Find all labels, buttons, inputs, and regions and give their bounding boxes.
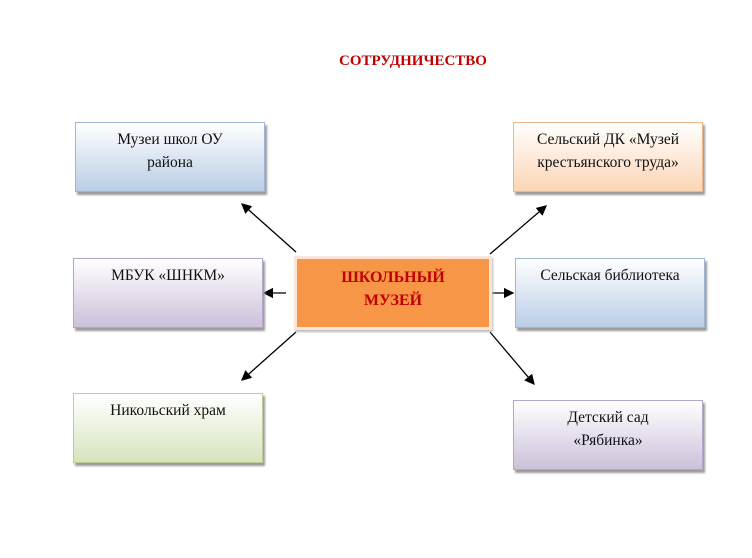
node-text: Никольский храм bbox=[110, 402, 226, 419]
node-school-museums: Музеи школ ОУ района bbox=[75, 122, 265, 192]
diagram-title: СОТРУДНИЧЕСТВО bbox=[339, 53, 487, 69]
arrow-top-left bbox=[241, 203, 297, 253]
center-text: ШКОЛЬНЫЙ bbox=[341, 269, 445, 286]
node-text: Сельская библиотека bbox=[540, 267, 680, 284]
node-mbuk: МБУК «ШНКМ» bbox=[73, 258, 263, 328]
node-text: «Рябинка» bbox=[573, 432, 643, 449]
arrow-bottom-left bbox=[241, 331, 297, 381]
node-church: Никольский храм bbox=[73, 393, 263, 463]
node-text: Сельский ДК «Музей bbox=[536, 131, 680, 148]
node-school-museum-center: ШКОЛЬНЫЙ МУЗЕЙ bbox=[294, 256, 492, 330]
node-text: МБУК «ШНКМ» bbox=[111, 267, 225, 284]
center-text: МУЗЕЙ bbox=[363, 292, 423, 309]
arrow-bottom-right bbox=[489, 331, 535, 385]
node-text: крестьянского труда» bbox=[537, 154, 679, 171]
arrow-top-right bbox=[489, 205, 547, 255]
node-village-culture-house: Сельский ДК «Музей крестьянского труда» bbox=[513, 122, 703, 192]
node-text: Музеи школ ОУ bbox=[117, 131, 223, 148]
node-village-library: Сельская библиотека bbox=[515, 258, 705, 328]
node-kindergarten: Детский сад «Рябинка» bbox=[513, 400, 703, 470]
node-text: района bbox=[147, 154, 193, 171]
node-text: Детский сад bbox=[567, 409, 649, 426]
